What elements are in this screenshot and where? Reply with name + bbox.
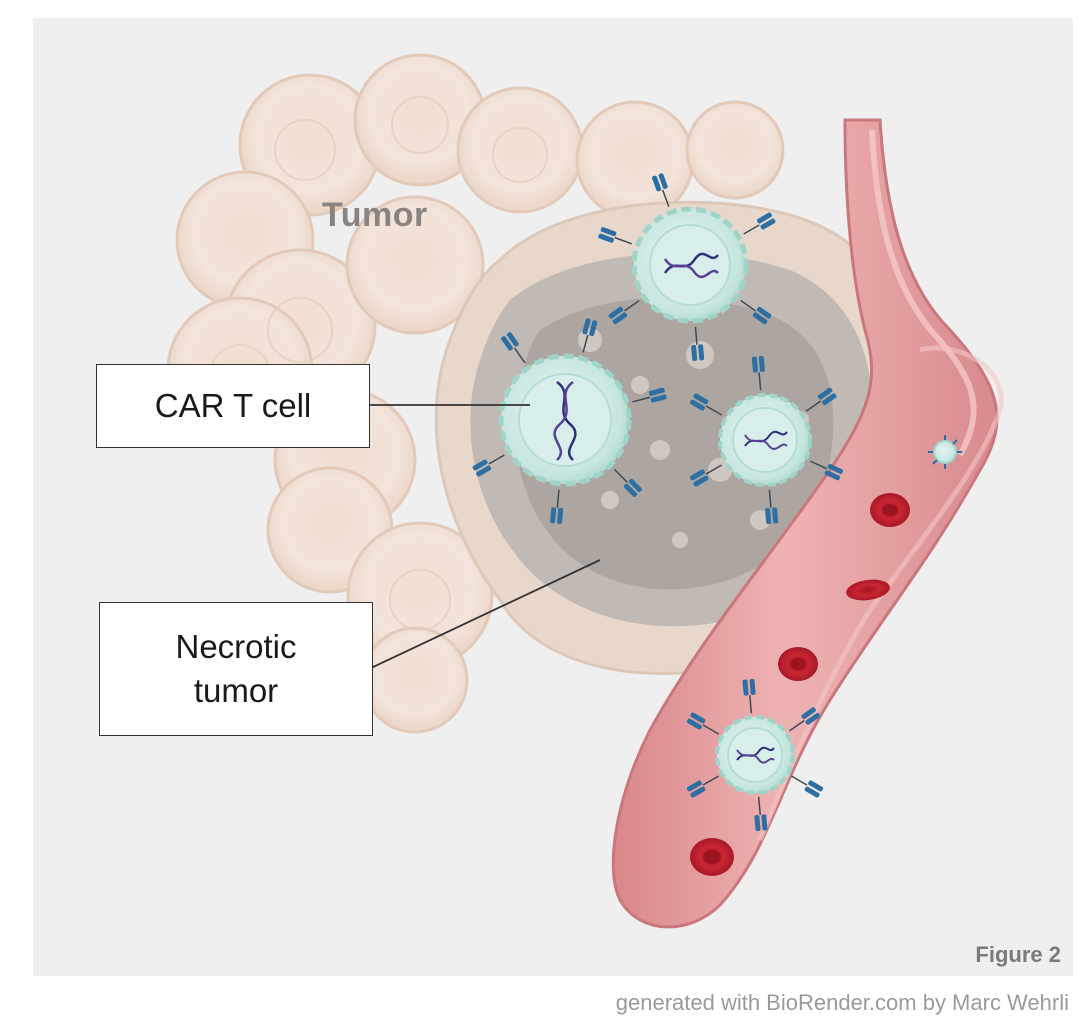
necrotic-tumor-callout: Necrotic tumor	[99, 602, 373, 736]
red-blood-cell	[778, 647, 818, 681]
car-t-cell-label: CAR T cell	[154, 387, 312, 424]
red-blood-cell	[870, 493, 910, 527]
car-t-cell-small	[928, 435, 962, 469]
blood-vessel	[611, 118, 1004, 929]
necrotic-tumor-leader-line	[370, 559, 601, 669]
car-t-cell-top	[596, 171, 777, 362]
car-t-cell-callout: CAR T cell	[96, 364, 370, 448]
tumor-label: Tumor	[322, 196, 428, 234]
car-t-cell-large	[471, 317, 668, 525]
figure-number-label: Figure 2	[975, 942, 1061, 967]
car-t-cell-in-vessel	[685, 678, 825, 832]
red-blood-cells	[690, 493, 910, 876]
car-t-cell-right	[688, 355, 845, 525]
necrotic-tumor-label: Necrotic tumor	[175, 628, 297, 709]
red-blood-cell	[690, 838, 734, 876]
credit-line: generated with BioRender.com by Marc Weh…	[615, 990, 1069, 1015]
red-blood-cell	[846, 579, 890, 601]
